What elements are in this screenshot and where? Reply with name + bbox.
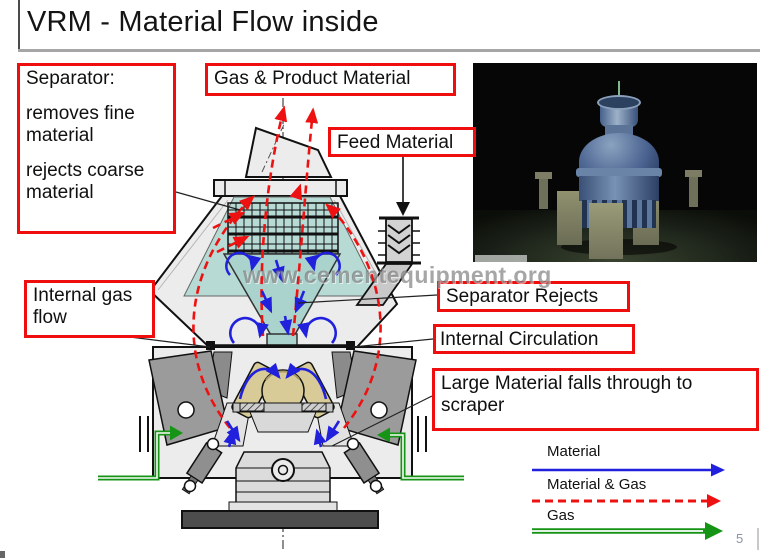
- watermark: www.cementequipment.org: [243, 262, 552, 288]
- page-title: VRM - Material Flow inside: [27, 6, 379, 38]
- callout-leader-lines: [129, 191, 438, 447]
- legend-gas-arrow: [532, 522, 723, 540]
- page-number-divider: [757, 528, 759, 550]
- material-flow-arrows: [223, 251, 341, 448]
- page-number: 5: [736, 531, 744, 546]
- feed-chute: [355, 157, 421, 306]
- photo-mill-dome: [579, 133, 659, 173]
- photo-pillar: [557, 191, 582, 245]
- gas-inlet-flange-left: [139, 416, 149, 452]
- title-left-bar: [18, 0, 20, 49]
- separator-cone: [222, 253, 342, 358]
- vrm-3d-render-photo: [473, 63, 757, 262]
- gas-inlet-pipe-left: [98, 425, 183, 481]
- legend-label-material: Material: [547, 443, 601, 460]
- base-plate: [181, 510, 379, 529]
- legend-material-arrow: [532, 463, 725, 477]
- callout-gas-product-material: Gas & Product Material: [205, 63, 456, 96]
- legend-label-gas: Gas: [547, 507, 575, 524]
- legend-label-material-gas: Material & Gas: [547, 476, 647, 493]
- corner-mark: [0, 551, 5, 558]
- legend-material-gas-arrow: [532, 494, 721, 508]
- photo-pillar: [589, 203, 623, 259]
- feed-arrow: [396, 202, 410, 216]
- callout-feed-material: Feed Material: [328, 127, 476, 157]
- gas-inlet-flange-right: [417, 416, 427, 452]
- callout-large-material: Large Material falls through to scraper: [432, 368, 759, 431]
- separator-title: Separator:: [26, 68, 115, 89]
- gas-inlet-pipe-right: [377, 427, 464, 481]
- photo-mill-body: [579, 176, 659, 201]
- separator-line2: removes fine material: [26, 103, 135, 147]
- title-rule: [18, 49, 760, 52]
- callout-separator: Separator: removes fine material rejects…: [17, 63, 176, 234]
- grinding-chamber: [139, 341, 427, 529]
- separator-line3: rejects coarse material: [26, 160, 145, 204]
- callout-internal-circulation: Internal Circulation: [433, 324, 635, 354]
- callout-separator-rejects: Separator Rejects: [437, 281, 630, 312]
- callout-internal-gas-flow: Internal gas flow: [24, 280, 155, 338]
